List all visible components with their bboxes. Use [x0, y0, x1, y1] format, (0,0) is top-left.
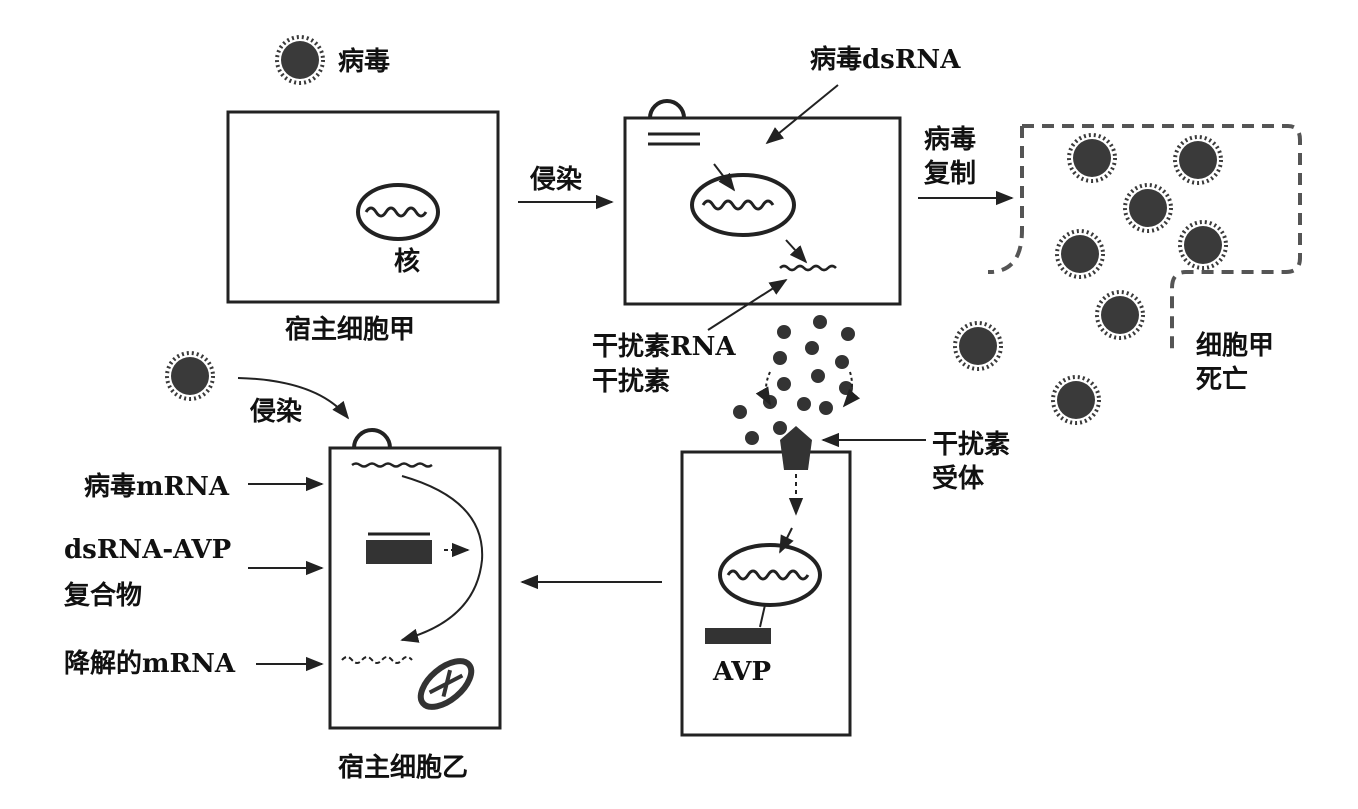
avp-protein [705, 628, 771, 644]
infect-label-1: 侵染 [529, 165, 582, 195]
virus-replicate-label-1: 病毒 [924, 125, 976, 155]
replicated-viruses [953, 133, 1228, 425]
virus-label: 病毒 [338, 47, 390, 77]
virus-replicate-label-2: 复制 [924, 159, 976, 189]
virus-icon-2 [165, 351, 215, 401]
dsrna-avp-label-2: 复合物 [64, 580, 142, 611]
viral-dsrna-label: 病毒dsRNA [810, 45, 961, 75]
dead-cell-outline [1022, 124, 1302, 355]
virus-icon [275, 35, 325, 85]
interferon-responding-cell [680, 426, 852, 737]
avp-label: AVP [712, 657, 771, 687]
cell-a-dies-label-2: 死亡 [1196, 364, 1248, 395]
receptor-label-2: 受体 [932, 463, 985, 494]
nucleus-label: 核 [394, 246, 420, 277]
interferon-receptor [780, 426, 812, 470]
receptor-label-1: 干扰素 [932, 430, 1010, 460]
interferon-rna-label: 干扰素RNA [592, 332, 736, 362]
virus-entry-bump [648, 99, 686, 119]
nucleus-dna [364, 206, 428, 218]
host-cell-b [328, 428, 502, 730]
degraded-mrna-label: 降解的mRNA [64, 648, 236, 679]
host-cell-a-label: 宿主细胞甲 [285, 314, 415, 345]
host-cell-b-label: 宿主细胞乙 [338, 752, 468, 783]
dsrna-avp-label-1: dsRNA-AVP [64, 535, 231, 565]
host-cell-a [226, 110, 500, 304]
viral-mrna-label: 病毒mRNA [84, 472, 230, 502]
infected-cell-a [623, 99, 902, 306]
interferon-label: 干扰素 [592, 367, 670, 397]
interferon-rna [779, 264, 837, 272]
infect-label-2: 侵染 [249, 397, 302, 427]
cell-a-dies-label-1: 细胞甲 [1196, 330, 1274, 361]
interferon-molecules [733, 315, 855, 445]
